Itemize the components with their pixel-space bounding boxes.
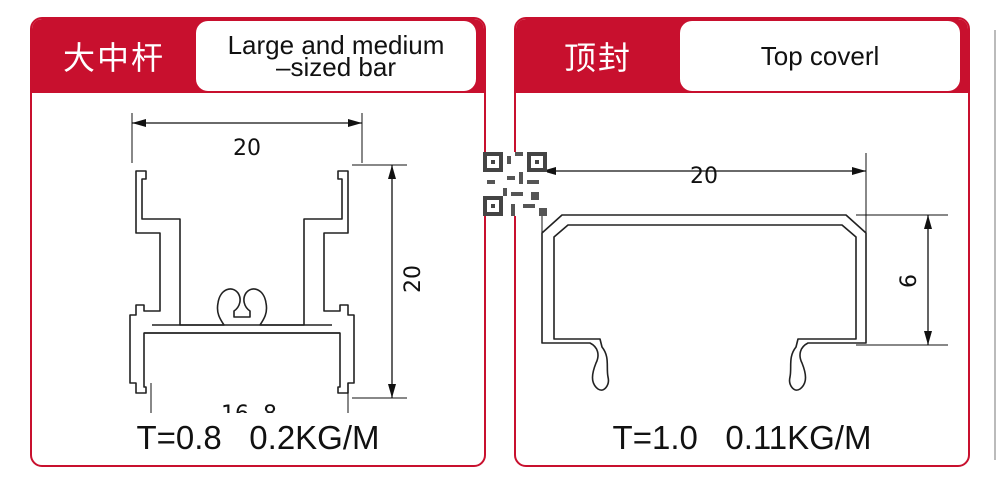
- panel-header: 大中杆 Large and medium –sized bar: [32, 19, 484, 93]
- qr-code-icon: [483, 152, 547, 216]
- spec-text: T=1.0 0.11KG/M: [612, 419, 872, 456]
- top-cover-outline: [541, 214, 867, 391]
- arrow-up: [924, 215, 932, 229]
- panel-large-medium-bar: 大中杆 Large and medium –sized bar 20 20 16…: [30, 17, 486, 467]
- dim-width-top: 20: [690, 164, 718, 189]
- arrow-down: [924, 331, 932, 345]
- arrow-up: [388, 165, 396, 179]
- arrow-left: [542, 167, 556, 175]
- arrow-right: [348, 119, 362, 127]
- panel-top-cover: 顶封 Top coverl 20 6 T=1.0 0.11KG/M: [514, 17, 970, 467]
- arrow-down: [388, 384, 396, 398]
- panel-title-en: Top coverl: [760, 41, 880, 71]
- panel-title-en-box: Top coverl: [680, 21, 960, 91]
- spec-text: T=0.8 0.2KG/M: [136, 419, 380, 456]
- panel-title-en-box: Large and medium –sized bar: [196, 21, 476, 91]
- panel-title-cn: 大中杆: [62, 39, 165, 77]
- panel-header: 顶封 Top coverl: [516, 19, 968, 93]
- bar-profile-outline: [129, 170, 355, 394]
- bar-profile-drawing: 20 20 16. 8: [129, 113, 426, 413]
- edge-divider: [994, 30, 996, 460]
- panel-title-en: Large and medium –sized bar: [227, 30, 445, 82]
- top-cover-profile-drawing: 20 6: [541, 153, 948, 391]
- arrow-left: [132, 119, 146, 127]
- panel-title-cn: 顶封: [563, 39, 632, 77]
- dim-height: 6: [897, 274, 922, 288]
- arrow-right: [852, 167, 866, 175]
- dim-height: 20: [401, 265, 426, 293]
- dim-width-top: 20: [233, 136, 261, 161]
- dim-width-bottom: 16. 8: [221, 402, 277, 413]
